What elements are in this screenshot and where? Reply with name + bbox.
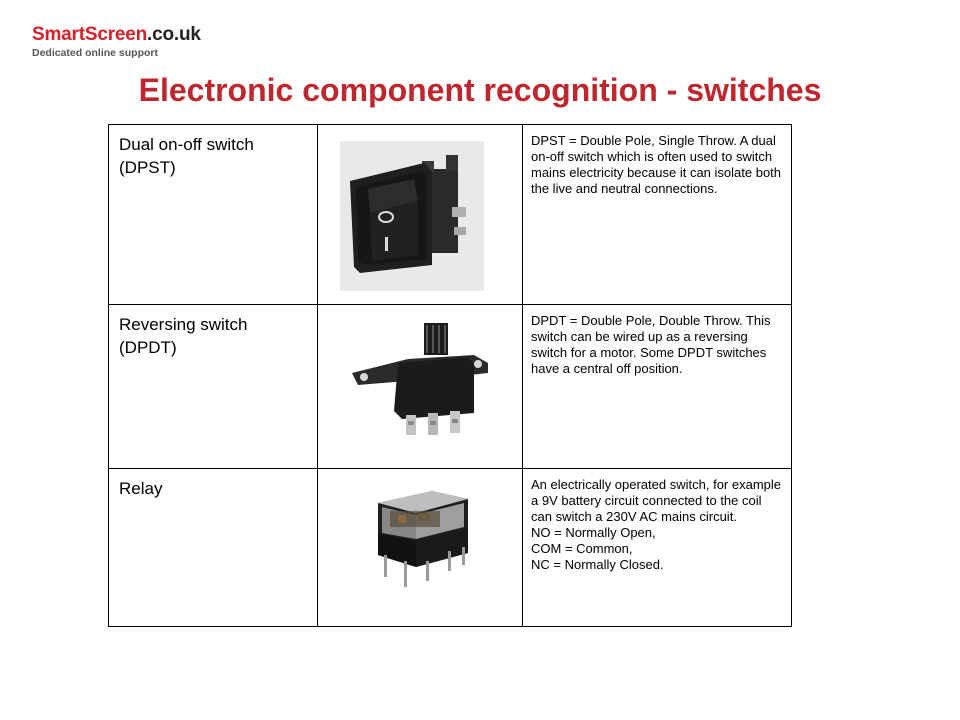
relay-note-nc: NC = Normally Closed. xyxy=(531,557,664,572)
logo: SmartScreen.co.uk Dedicated online suppo… xyxy=(32,24,201,59)
table-row: Reversing switch (DPDT) DPDT = Double xyxy=(108,304,792,469)
component-image-cell xyxy=(317,304,523,469)
relay-photo xyxy=(378,491,468,587)
component-table: Dual on-off switch (DPST) DPST = Double … xyxy=(108,124,792,627)
table-row: Relay An electrically operated switch, xyxy=(108,468,792,627)
component-name: Relay xyxy=(108,468,318,627)
component-name: Dual on-off switch (DPST) xyxy=(108,124,318,305)
component-name: Reversing switch (DPDT) xyxy=(108,304,318,469)
component-description: An electrically operated switch, for exa… xyxy=(522,468,792,627)
slide-switch-photo xyxy=(352,323,488,435)
relay-note-no: NO = Normally Open, xyxy=(531,525,656,540)
rocker-switch-photo xyxy=(340,141,484,291)
relay-note-com: COM = Common, xyxy=(531,541,633,556)
component-image-cell xyxy=(317,124,523,305)
component-image-cell xyxy=(317,468,523,627)
component-description: DPDT = Double Pole, Double Throw. This s… xyxy=(522,304,792,469)
logo-brand: SmartScreen xyxy=(32,24,148,45)
table-row: Dual on-off switch (DPST) DPST = Double … xyxy=(108,124,792,305)
component-description: DPST = Double Pole, Single Throw. A dual… xyxy=(522,124,792,305)
logo-tagline: Dedicated online support xyxy=(32,47,159,59)
logo-wordmark: SmartScreen.co.uk xyxy=(32,24,201,46)
slide-title: Electronic component recognition - switc… xyxy=(138,72,822,108)
relay-description: An electrically operated switch, for exa… xyxy=(531,477,782,524)
logo-tld: .co.uk xyxy=(147,24,201,45)
